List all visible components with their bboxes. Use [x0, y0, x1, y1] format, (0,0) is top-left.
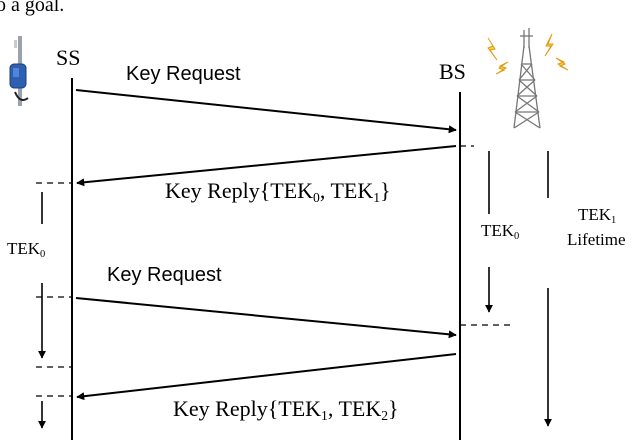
ss-tek-interval-label: TEK0 [7, 239, 46, 260]
message-label-key-request-1: Key Request [126, 63, 241, 85]
message-arrow-key-reply-2 [76, 353, 457, 401]
ss-label: SS [56, 45, 81, 70]
message-arrow-key-request-2 [75, 297, 457, 339]
radio-tower-icon [487, 28, 569, 129]
bs-label: BS [439, 59, 466, 84]
message-arrow-key-request-1 [75, 89, 457, 134]
message-label-key-reply-1: Key Reply{TEK0, TEK1} [165, 178, 391, 205]
bs-tek1-lifetime-label: TEK1 [578, 205, 617, 226]
message-label-key-reply-2: Key Reply{TEK1, TEK2} [173, 396, 399, 423]
caption-fragment: o a goal. [0, 0, 65, 16]
bs-event-markers [460, 145, 512, 326]
message-arrow-key-reply-1 [76, 145, 457, 187]
antenna-device-icon [9, 36, 29, 106]
bs-tek1-lifetime-word: Lifetime [567, 230, 626, 249]
bs-tek0-interval-label: TEK0 [481, 221, 520, 242]
message-label-key-request-2: Key Request [107, 264, 222, 286]
